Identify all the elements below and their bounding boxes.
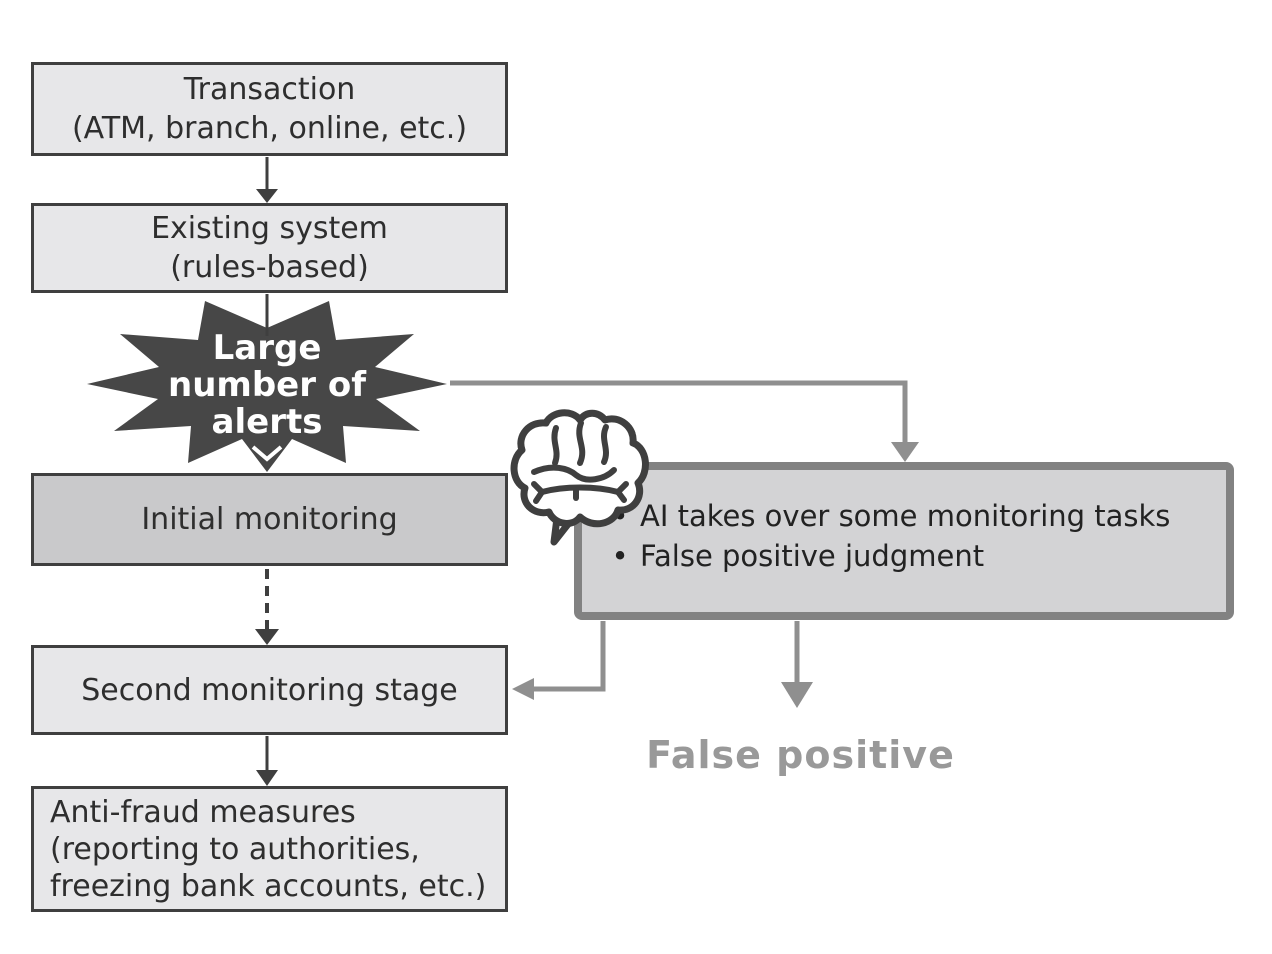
starburst-line3: alerts	[212, 402, 323, 442]
starburst-line1: Large	[213, 328, 322, 368]
node-existing-line2: (rules-based)	[170, 250, 369, 285]
starburst-shape	[87, 301, 447, 472]
node-initial-monitoring: Initial monitoring	[31, 473, 508, 566]
ai-bullet-1-text: AI takes over some monitoring tasks	[640, 499, 1171, 533]
ai-callout-box: • AI takes over some monitoring tasks • …	[574, 462, 1234, 620]
starburst-bottom-chevron	[251, 445, 283, 462]
node-second-monitoring-stage: Second monitoring stage	[31, 645, 508, 735]
node-existing-system: Existing system (rules-based)	[31, 203, 508, 293]
brain-icon	[510, 409, 649, 546]
ai-bullet-2: • False positive judgment	[600, 536, 1218, 576]
node-antifraud-line3: freezing bank accounts, etc.)	[50, 868, 487, 904]
node-transaction-line2: (ATM, branch, online, etc.)	[71, 111, 468, 146]
node-anti-fraud-measures: Anti-fraud measures (reporting to author…	[31, 786, 508, 912]
node-antifraud-line1: Anti-fraud measures	[50, 794, 356, 830]
ai-bullet-1: • AI takes over some monitoring tasks	[600, 496, 1218, 536]
node-antifraud-line2: (reporting to authorities,	[50, 831, 420, 867]
false-positive-label: False positive	[646, 733, 955, 777]
bullet-icon: •	[611, 539, 629, 573]
node-transaction: Transaction (ATM, branch, online, etc.)	[31, 62, 508, 156]
ai-bullet-2-text: False positive judgment	[640, 539, 985, 573]
node-initial-line1: Initial monitoring	[141, 502, 398, 537]
node-transaction-line1: Transaction	[183, 72, 356, 107]
node-second-line1: Second monitoring stage	[81, 672, 458, 708]
starburst-line2: number of	[168, 365, 367, 405]
node-existing-line1: Existing system	[151, 211, 388, 246]
